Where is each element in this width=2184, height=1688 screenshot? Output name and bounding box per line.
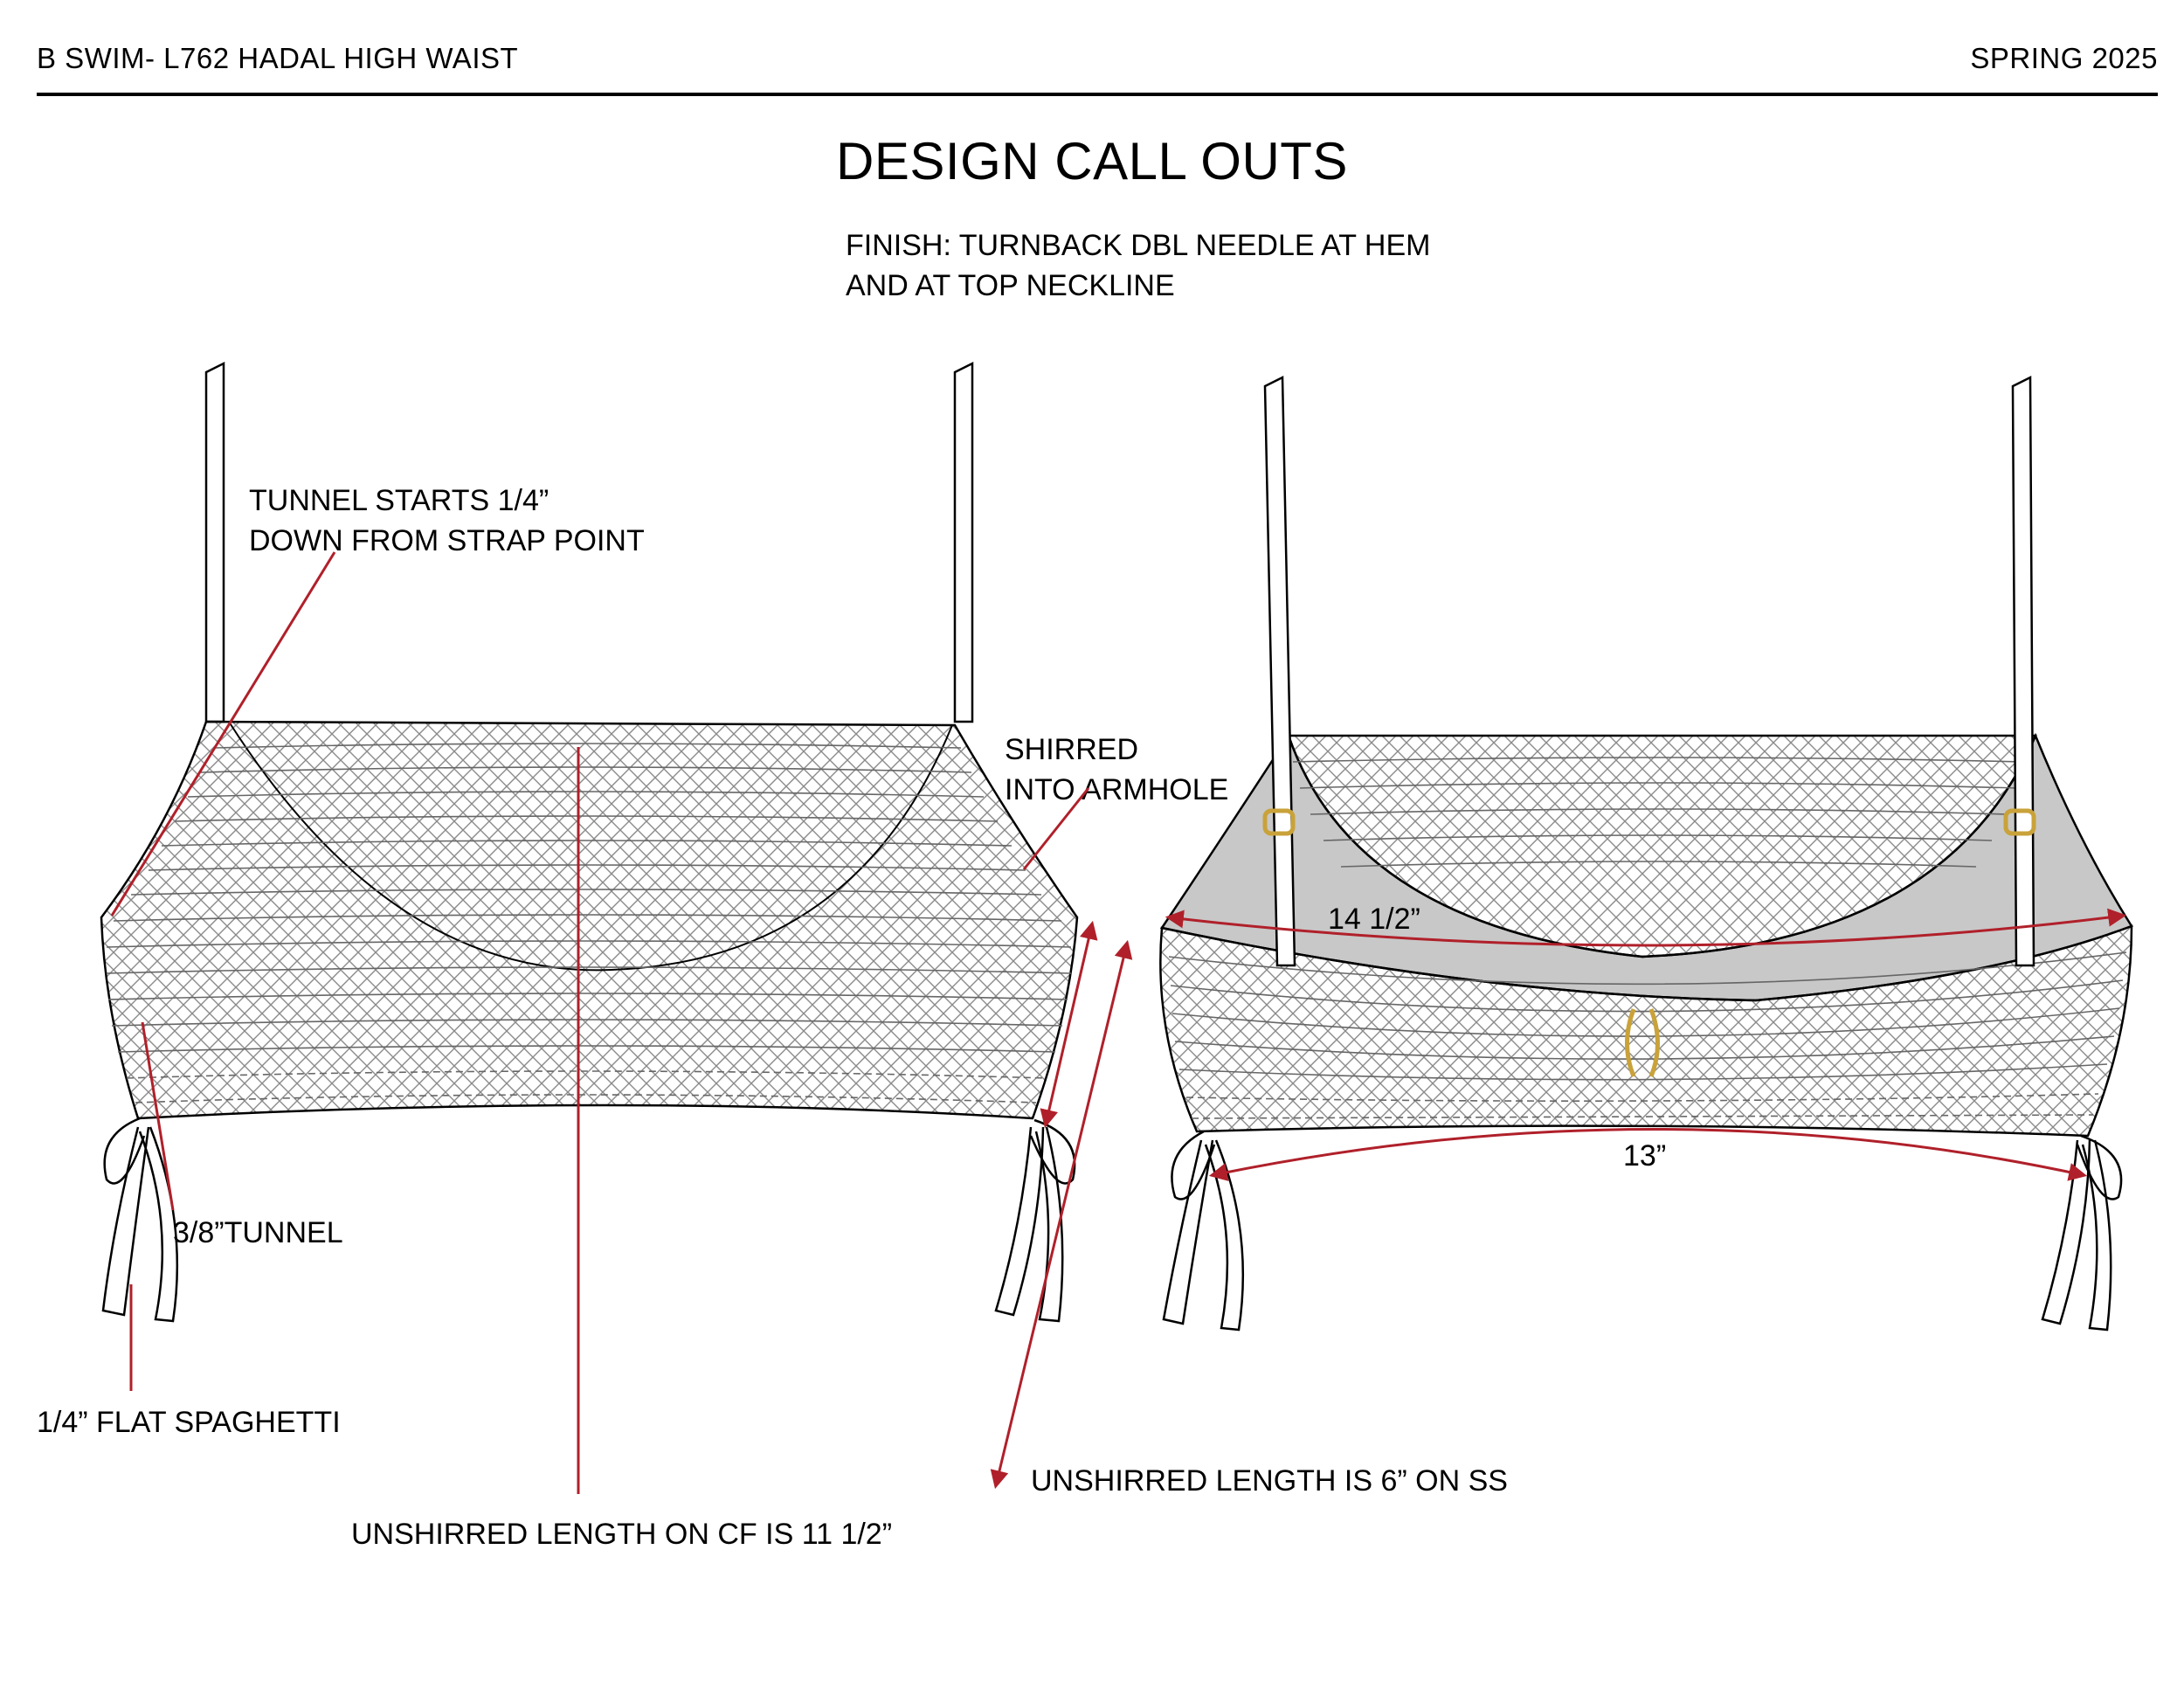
finish-note-line-1: FINISH: TURNBACK DBL NEEDLE AT HEM (846, 229, 1431, 262)
ss-length-arrow (990, 939, 1133, 1490)
shirred-line-1: SHIRRED (1005, 733, 1139, 766)
back-left-tie (1162, 1130, 1245, 1332)
header-divider (37, 93, 2158, 96)
back-top-width-arrow (1165, 908, 2127, 947)
back-left-strap (1263, 375, 1296, 967)
front-view (100, 361, 1079, 1323)
back-lower-body (1159, 924, 2133, 1138)
back-straps (1263, 375, 2035, 967)
front-left-strap (204, 361, 225, 723)
back-top-width-label: 14 1/2” (1328, 903, 1420, 936)
back-view (1159, 375, 2133, 1332)
front-neckline-seam (228, 721, 953, 972)
front-body (100, 720, 1079, 1120)
front-right-tie (994, 1118, 1076, 1323)
back-upper-mesh (1287, 734, 2037, 958)
back-bottom-width-label: 13” (1623, 1139, 1666, 1173)
tunnel-width-leader (141, 1021, 175, 1211)
front-shirring-lines (106, 743, 1072, 1103)
finish-note-line-2: AND AT TOP NECKLINE (846, 269, 1175, 302)
tunnel-start-line-1: TUNNEL STARTS 1/4” (249, 484, 549, 517)
back-right-tie (2041, 1134, 2123, 1332)
page-title: DESIGN CALL OUTS (836, 132, 1348, 190)
season-label: SPRING 2025 (1970, 42, 2158, 74)
shirred-leader (1022, 787, 1090, 870)
back-shirring-lines (1168, 757, 2127, 1119)
callout-leaders (110, 551, 2127, 1494)
left-slider-hardware (1262, 808, 1296, 836)
back-right-strap (2011, 375, 2035, 967)
shirred-line-2: INTO ARMHOLE (1005, 773, 1229, 806)
tunnel-width-callout: 3/8”TUNNEL (173, 1216, 343, 1249)
tunnel-start-callout: TUNNEL STARTS 1/4” DOWN FROM STRAP POINT (249, 481, 645, 561)
right-slider-hardware (2003, 808, 2036, 836)
front-right-strap (953, 361, 974, 723)
tunnel-start-line-2: DOWN FROM STRAP POINT (249, 524, 645, 557)
center-back-hook-hardware (1625, 1008, 1660, 1077)
finish-note: FINISH: TURNBACK DBL NEEDLE AT HEM AND A… (846, 225, 1430, 306)
style-number-label: B SWIM- L762 HADAL HIGH WAIST (37, 42, 519, 74)
cf-length-callout: UNSHIRRED LENGTH ON CF IS 11 1/2” (351, 1518, 893, 1551)
back-strap-adjusters (1262, 808, 2036, 1077)
tunnel-start-leader (110, 551, 336, 917)
shirred-armhole-callout: SHIRRED INTO ARMHOLE (1005, 730, 1228, 810)
back-bottom-width-arrow (1208, 1128, 2088, 1181)
front-straps (204, 361, 974, 723)
spaghetti-strap-callout: 1/4” FLAT SPAGHETTI (37, 1406, 341, 1439)
front-left-tie (101, 1117, 179, 1323)
